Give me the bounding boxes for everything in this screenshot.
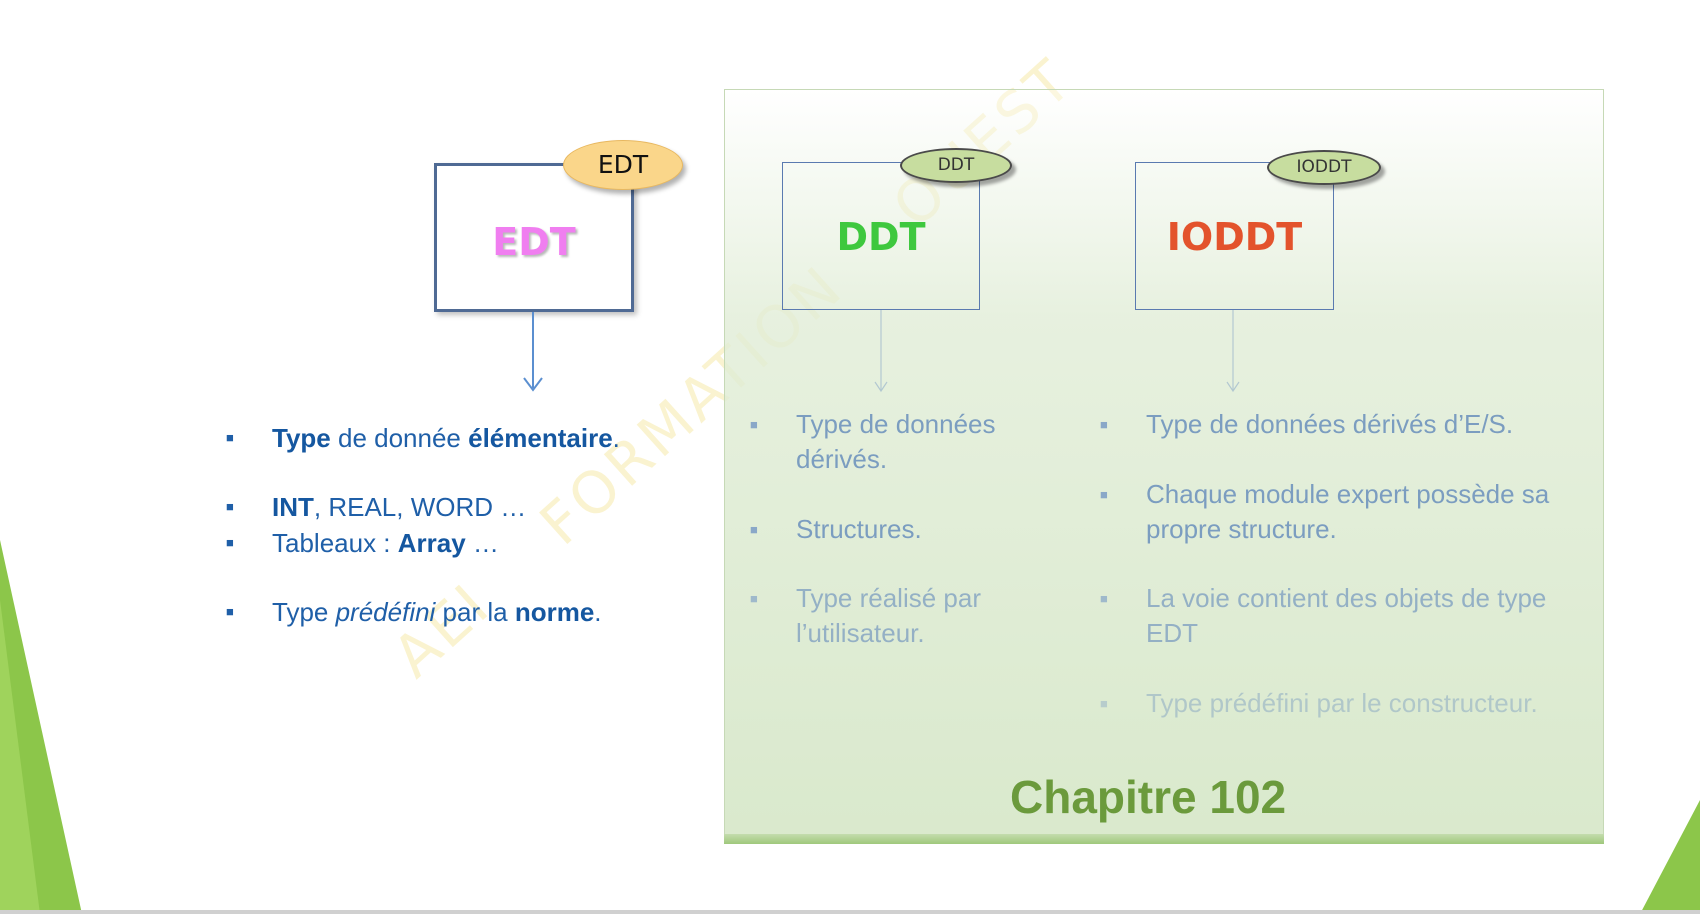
bullet-icon: ■ <box>750 522 758 537</box>
bullet-icon: ■ <box>1100 591 1108 606</box>
bullet-icon: ■ <box>1100 417 1108 432</box>
edt-box-title: EDT <box>492 220 576 264</box>
edt-arrow-icon <box>523 312 543 392</box>
bullet-icon: ■ <box>226 604 234 619</box>
list-item: ■ Chaque module expert possède sa propre… <box>1100 479 1550 544</box>
list-item: ■ Type de données dérivés. <box>750 409 996 474</box>
list-item: ■ Structures. <box>750 512 1020 547</box>
edt-bullet-list: ■ Type de donnée élémentaire. ■ INT, REA… <box>226 420 620 630</box>
list-item: ■ Type de donnée élémentaire. <box>226 420 620 456</box>
edt-oval-label: EDT <box>563 140 683 190</box>
overlay-panel <box>724 89 1604 844</box>
bullet-icon: ■ <box>226 499 234 514</box>
list-item: ■ La voie contient des objets de type ED… <box>1100 583 1547 648</box>
list-item: ■ Type prédéfini par la norme. <box>226 594 620 630</box>
ioddt-box-title: IODDT <box>1166 215 1303 259</box>
panel-bottom-bar <box>724 834 1604 844</box>
ddt-oval-label: DDT <box>900 148 1012 183</box>
bullet-icon: ■ <box>1100 696 1108 711</box>
bottom-border <box>0 910 1700 914</box>
list-item: ■ Type de données dérivés d’E/S. <box>1100 407 1570 442</box>
bullet-icon: ■ <box>1100 487 1108 502</box>
ioddt-box: IODDT <box>1135 162 1334 310</box>
ddt-box: DDT <box>782 162 980 310</box>
list-item: ■ Type prédéfini par le constructeur. <box>1100 686 1570 721</box>
ioddt-oval-label: IODDT <box>1267 150 1381 185</box>
ioddt-bullet-list: ■ Type de données dérivés d’E/S. ■ Chaqu… <box>1100 407 1570 721</box>
bullet-icon: ■ <box>750 591 758 606</box>
bullet-icon: ■ <box>226 535 234 550</box>
ddt-bullet-list: ■ Type de données dérivés. ■ Structures.… <box>750 407 1020 651</box>
list-item: ■ Tableaux : Array … <box>226 525 620 561</box>
chapter-title: Chapitre 102 <box>1010 771 1287 823</box>
list-item: ■ Type réalisé par l’utilisateur. <box>750 583 981 648</box>
bullet-icon: ■ <box>750 417 758 432</box>
bullet-icon: ■ <box>226 430 234 445</box>
ddt-box-title: DDT <box>836 215 926 259</box>
list-item: ■ INT, REAL, WORD … <box>226 489 620 525</box>
